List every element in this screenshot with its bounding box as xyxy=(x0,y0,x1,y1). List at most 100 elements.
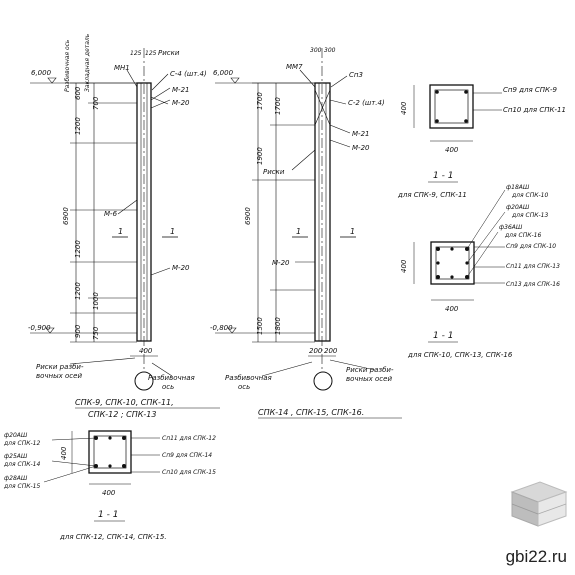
col1-title-2: СПК-12 ; СПК-13 xyxy=(88,410,156,419)
sec-a-label: 1 - 1 xyxy=(433,171,453,181)
watermark-text[interactable]: gbi22.ru xyxy=(505,547,567,566)
sec-b-tag-1: Сп9 для СПК-10 xyxy=(506,243,556,250)
col2-dim-1: 1700 xyxy=(256,92,264,110)
sec-b-bar-1-for: для СПК-10 xyxy=(511,192,548,199)
col2-tag-c2: С-2 (шт.4) xyxy=(348,99,385,107)
col2-dim-5: 1800 xyxy=(274,317,282,335)
section-b xyxy=(413,189,506,343)
col2-tag-m21: М-21 xyxy=(352,130,369,138)
col2-bottom-dim-a: 200 xyxy=(309,347,323,355)
col2-axis-caption-r: Риски разби- xyxy=(346,366,394,374)
sec-a-dim-h: 400 xyxy=(400,101,408,115)
col1-section-mark-l: 1 xyxy=(118,227,123,236)
col2-axis-caption-l: Разбивочная xyxy=(225,374,272,382)
col1-dim-1: 600 xyxy=(74,86,82,100)
col1-axis-caption-r: Разбивочная xyxy=(148,374,195,382)
sec-c-caption: для СПК-12, СПК-14, СПК-15. xyxy=(59,533,167,541)
sec-b-bar-2: ф20АШ xyxy=(506,204,530,211)
sec-b-bar-2-for: для СПК-13 xyxy=(511,212,548,219)
col1-tag-c4: С-4 (шт.4) xyxy=(170,70,207,78)
level-bottom-1: -0,900 xyxy=(28,324,51,332)
col1-top-dim-a: 125 xyxy=(130,50,142,57)
col1-dim-2: 1200 xyxy=(74,117,82,135)
col1-dim-6: 700 xyxy=(92,96,100,110)
sec-b-caption: для СПК-10, СПК-13, СПК-16 xyxy=(407,351,513,359)
sec-b-dim-h: 400 xyxy=(400,259,408,273)
sec-b-tag-3: Сп13 для СПК-16 xyxy=(506,281,560,288)
col2-total-dim: 6900 xyxy=(244,207,252,225)
sec-c-bar-1-for: для СПК-12 xyxy=(3,440,40,447)
sec-c-bar-2: ф25АШ xyxy=(4,453,28,460)
sec-c-tag-2: Сп9 для СПК-14 xyxy=(162,452,212,459)
sec-b-label: 1 - 1 xyxy=(433,331,453,341)
level-top-2: 6,000 xyxy=(213,69,234,77)
sec-c-tag-3: Сп10 для СПК-15 xyxy=(162,469,216,476)
sec-c-dim-h: 400 xyxy=(60,446,68,460)
sec-c-tag-1: Сп11 для СПК-12 xyxy=(162,435,216,442)
col2-tag-risk: Риски xyxy=(263,168,285,176)
col1-axis-caption-l: Риски разби- xyxy=(36,363,84,371)
col1-tag-m21: М-21 xyxy=(172,86,189,94)
col1-dim-4: 1200 xyxy=(74,240,82,258)
sec-a-caption: для СПК-9, СПК-11 xyxy=(397,191,467,199)
column-2-body xyxy=(314,82,331,342)
col2-axis-caption-r2: вочных осей xyxy=(346,375,392,383)
col1-section-mark-r: 1 xyxy=(170,227,175,236)
sec-c-bar-3-for: для СПК-15 xyxy=(3,483,40,490)
sec-c-dim-w: 400 xyxy=(102,489,116,497)
sec-a-tag-2: Сп10 для СПК-11 xyxy=(503,106,566,114)
col2-title: СПК-14 , СПК-15, СПК-16. xyxy=(258,408,364,417)
column-2-axis-bubble xyxy=(313,371,333,391)
col1-tag-m20: М-20 xyxy=(172,99,190,107)
sec-c-bar-1: ф20АШ xyxy=(4,432,28,439)
col1-dim-8: 750 xyxy=(92,326,100,340)
col1-dim-5: 900 xyxy=(74,324,82,338)
sec-a-dim-w: 400 xyxy=(445,146,459,154)
col2-tag-m20b: М-20 xyxy=(272,259,290,267)
col1-dim-3: 1200 xyxy=(74,282,82,300)
col1-rot-caption-2: Закладная деталь xyxy=(84,33,91,92)
sec-b-bar-3: ф36АШ xyxy=(499,224,523,231)
col1-bottom-dim: 400 xyxy=(139,347,153,355)
sec-c-bar-3: ф28АШ xyxy=(4,475,28,482)
col1-rot-caption: Разбивочная ось xyxy=(64,39,71,92)
col2-section-mark-l: 1 xyxy=(296,227,301,236)
sec-b-dim-w: 400 xyxy=(445,305,459,313)
col2-tag-m20: М-20 xyxy=(352,144,370,152)
gbi-logo-icon xyxy=(510,481,568,527)
col1-axis-caption-l2: вочных осей xyxy=(36,372,82,380)
col1-title-1: СПК-9, СПК-10, СПК-11, xyxy=(75,398,174,407)
col2-bottom-dim-b: 200 xyxy=(324,347,338,355)
col2-dim-2: 1900 xyxy=(256,147,264,165)
column-1-axis-bubble xyxy=(134,371,154,391)
section-a xyxy=(413,84,502,183)
col1-dim-7: 1000 xyxy=(92,292,100,310)
sec-b-bar-1: ф18АШ xyxy=(506,184,530,191)
col1-tag-m20b: М-20 xyxy=(172,264,190,272)
col2-dim-3: 1500 xyxy=(256,317,264,335)
col1-tag-m6: М-6 xyxy=(104,210,118,218)
col1-tag-mn1: МН1 xyxy=(114,64,130,72)
column-1-elevation xyxy=(30,48,178,391)
col2-dim-4: 1700 xyxy=(274,97,282,115)
col2-top-dim-a: 300 xyxy=(310,47,322,54)
col2-top-dim-b: 300 xyxy=(324,47,336,54)
col1-top-dim-b: 125 xyxy=(145,50,157,57)
col1-risk-label: Риски xyxy=(158,49,180,57)
col1-axis-caption-r2: ось xyxy=(162,383,174,391)
col2-axis-caption-l2: ось xyxy=(238,383,250,391)
col2-tag-sp3: Сп3 xyxy=(349,71,363,79)
sec-b-tag-2: Сп11 для СПК-13 xyxy=(506,263,560,270)
level-top-1: 6,000 xyxy=(31,69,52,77)
sec-c-label: 1 - 1 xyxy=(98,510,118,520)
sec-a-tag-1: Сп9 для СПК-9 xyxy=(503,86,558,94)
sec-b-bar-3-for: для СПК-16 xyxy=(504,232,541,239)
col1-total-dim: 6900 xyxy=(62,207,70,225)
col2-tag-mm7: ММ7 xyxy=(286,63,303,71)
col2-section-mark-r: 1 xyxy=(350,227,355,236)
level-bottom-2: -0,800 xyxy=(210,324,233,332)
sec-c-bar-2-for: для СПК-14 xyxy=(3,461,40,468)
column-2-elevation xyxy=(215,48,376,391)
section-c xyxy=(43,430,160,522)
